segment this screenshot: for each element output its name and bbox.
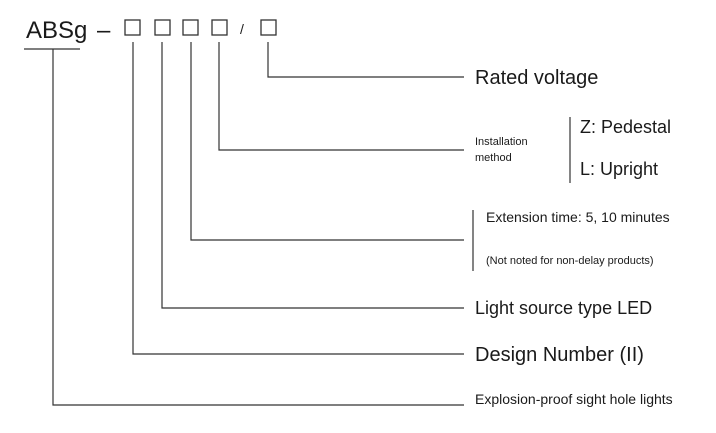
leader-extension bbox=[190, 42, 464, 241]
label-upright: L: Upright bbox=[580, 159, 658, 179]
label-rated-voltage: Rated voltage bbox=[475, 67, 598, 89]
leader-rated-voltage bbox=[267, 42, 464, 78]
code-box-1 bbox=[124, 19, 141, 36]
label-design-number: Design Number (II) bbox=[475, 344, 644, 366]
label-installation-1: Installation bbox=[475, 136, 528, 148]
code-dash: – bbox=[97, 17, 111, 44]
leader-product-name bbox=[52, 49, 464, 406]
code-box-5 bbox=[260, 19, 277, 36]
label-extension-note: (Not noted for non-delay products) bbox=[486, 255, 654, 267]
label-pedestal: Z: Pedestal bbox=[580, 117, 671, 137]
code-box-2 bbox=[154, 19, 171, 36]
code-prefix: ABSg bbox=[26, 17, 87, 44]
label-installation-2: method bbox=[475, 152, 512, 164]
code-box-3 bbox=[182, 19, 199, 36]
leader-installation bbox=[218, 42, 464, 151]
code-box-4 bbox=[211, 19, 228, 36]
label-light-source: Light source type LED bbox=[475, 298, 652, 318]
leader-design-number bbox=[132, 42, 464, 355]
leader-light-source bbox=[161, 42, 464, 309]
code-slash: / bbox=[240, 21, 244, 37]
label-product-name: Explosion-proof sight hole lights bbox=[475, 391, 673, 407]
label-extension-time: Extension time: 5, 10 minutes bbox=[486, 209, 670, 225]
